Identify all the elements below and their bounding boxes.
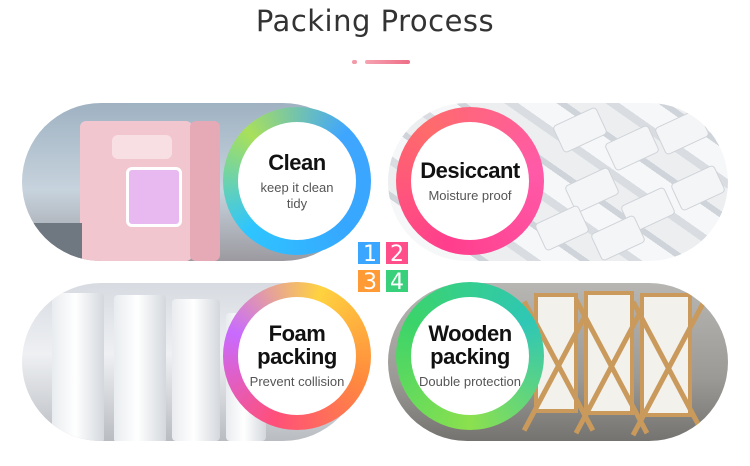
step-3-connector <box>358 270 380 292</box>
wooden-heading: Wooden packing <box>428 321 512 369</box>
step-2-connector <box>386 242 408 264</box>
foam-heading: Foam packing <box>257 321 337 369</box>
step-number-4: 4 <box>390 270 404 295</box>
foam-step-ring: Foam packing Prevent collision <box>223 282 371 430</box>
wooden-subtitle: Double protection <box>419 374 521 389</box>
wooden-step-ring: Wooden packing Double protection <box>396 282 544 430</box>
clean-step-ring: Clean keep it clean tidy <box>223 107 371 255</box>
step-number-1: 1 <box>363 242 377 267</box>
desiccant-subtitle: Moisture proof <box>428 187 512 203</box>
step-number-3: 3 <box>363 270 377 295</box>
desiccant-step-ring: Desiccant Moisture proof <box>396 107 544 255</box>
clean-subtitle: keep it clean tidy <box>260 179 334 211</box>
foam-subtitle: Prevent collision <box>249 374 345 389</box>
page-title: Packing Process <box>255 4 495 38</box>
step-number-2: 2 <box>390 242 404 267</box>
clean-heading: Clean <box>268 149 326 175</box>
step-1-connector <box>358 242 380 264</box>
desiccant-heading: Desiccant <box>420 157 520 183</box>
step-4-connector <box>386 270 408 292</box>
